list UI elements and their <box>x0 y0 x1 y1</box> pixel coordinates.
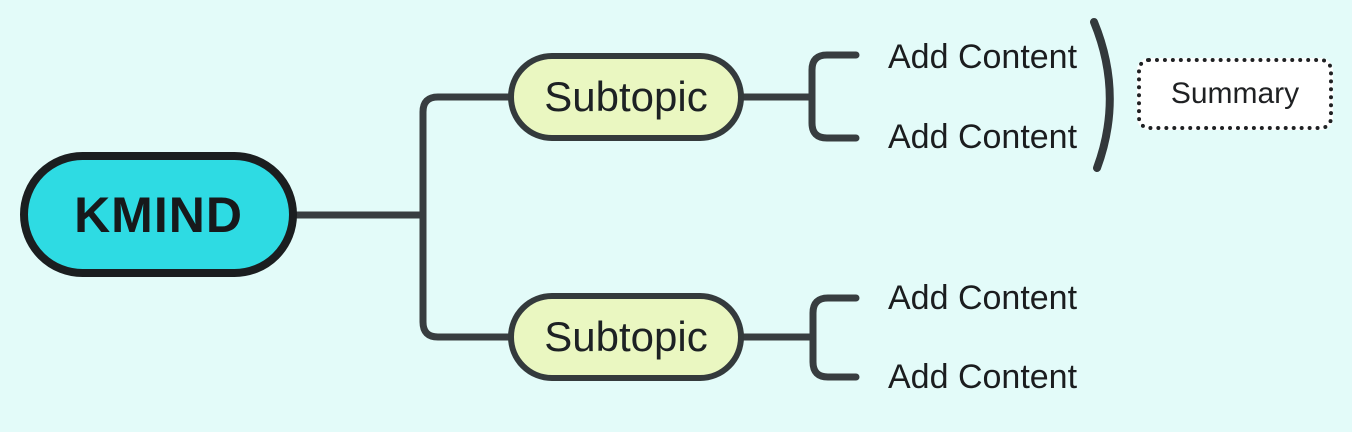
subtopic-2-label: Subtopic <box>544 313 708 360</box>
root-topic-node[interactable]: KMIND <box>20 152 297 277</box>
trunk-bracket-line <box>419 93 512 341</box>
add-content-placeholder-4[interactable]: Add Content <box>888 358 1078 396</box>
subtopic-1-children-bracket <box>808 51 860 142</box>
subtopic-node-2[interactable]: Subtopic <box>508 293 744 381</box>
summary-node[interactable]: Summary <box>1137 58 1333 130</box>
subtopic-1-label: Subtopic <box>544 73 708 120</box>
subtopic-node-1[interactable]: Subtopic <box>508 53 744 141</box>
add-content-placeholder-2[interactable]: Add Content <box>888 118 1078 156</box>
add-content-placeholder-3[interactable]: Add Content <box>888 279 1078 317</box>
summary-label: Summary <box>1170 77 1300 110</box>
subtopic-2-children-bracket <box>809 294 860 381</box>
add-content-placeholder-1[interactable]: Add Content <box>888 38 1078 76</box>
root-topic-label: KMIND <box>74 186 243 243</box>
summary-brace-arc <box>1090 18 1114 172</box>
